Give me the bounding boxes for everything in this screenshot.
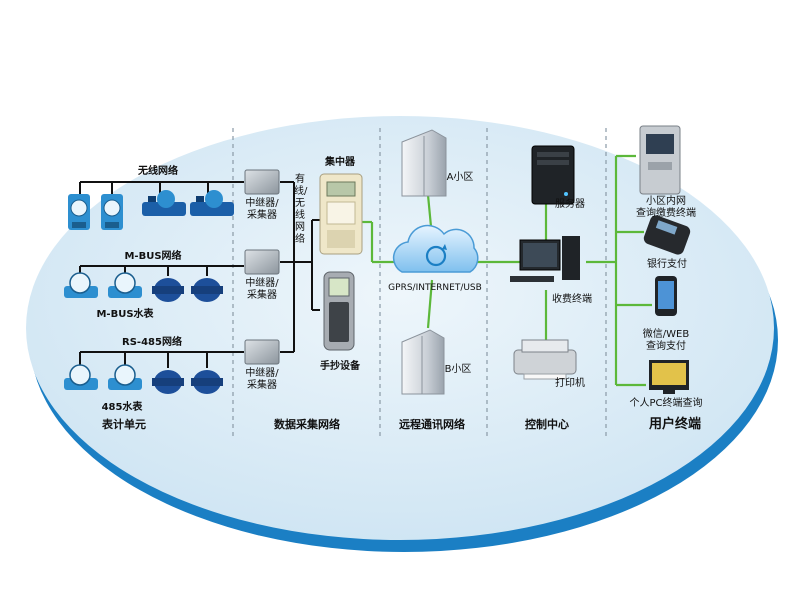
water-meter-icon: [64, 364, 98, 390]
area-a-label: A小区: [446, 172, 474, 183]
section-dividers: [232, 128, 607, 440]
server-icon: [531, 145, 575, 205]
wireless-network-label: 无线网络: [138, 166, 178, 177]
repeater-label: 中继器/ 采集器: [245, 278, 279, 301]
meter485-label: 485水表: [101, 402, 143, 413]
wired-wireless-label: 有线/无线网络: [294, 174, 308, 245]
handheld-device-icon: [323, 271, 355, 351]
smartphone-icon: [655, 276, 677, 316]
handheld-label: 手抄设备: [320, 361, 360, 372]
section-label-user-terminal: 用户终端: [648, 417, 702, 432]
water-meter-icon: [101, 194, 123, 230]
repeater-icon: [244, 169, 280, 195]
section-label-control-center: 控制中心: [525, 418, 569, 431]
bank-payment-label: 银行支付: [647, 259, 687, 270]
water-meter-icon: [108, 364, 142, 390]
personal-pc-icon: [649, 360, 689, 394]
mbus-network-label: M-BUS网络: [124, 251, 182, 262]
pc-query-label: 个人PC终端查询: [629, 398, 703, 409]
water-meter-icon: [152, 278, 184, 302]
water-meter-icon: [68, 194, 90, 230]
repeater-label: 中继器/ 采集器: [245, 368, 279, 391]
section-label-collection-network: 数据采集网络: [274, 418, 340, 431]
water-meter-icon: [108, 272, 142, 298]
building-icon: [401, 329, 445, 395]
concentrator-label: 集中器: [325, 157, 355, 168]
repeater-icon: [244, 249, 280, 275]
water-meter-icon: [191, 278, 223, 302]
network-lines: [362, 154, 652, 387]
wechat-web-label: 微信/WEB 查询支付: [642, 329, 690, 352]
water-meter-icon: [142, 190, 186, 216]
water-meter-icon: [190, 190, 234, 216]
ellipse-background: [26, 116, 774, 540]
cloud-sync-icon: [392, 224, 479, 273]
kiosk-label: 小区内网 查询缴费终端: [636, 196, 696, 219]
billing-terminal-icon: [510, 236, 580, 282]
mbus-meter-label: M-BUS水表: [96, 309, 154, 320]
water-meter-icon: [152, 370, 184, 394]
pos-terminal-icon: [643, 215, 691, 255]
printer-label: 打印机: [555, 378, 585, 389]
rs485-network-label: RS-485网络: [122, 337, 182, 348]
gprs-label: GPRS/INTERNET/USB: [388, 283, 482, 293]
printer-icon: [513, 339, 577, 380]
building-icon: [401, 129, 447, 197]
atm-kiosk-icon: [639, 125, 681, 195]
billing-terminal-label: 收费终端: [552, 294, 592, 305]
repeater-label: 中继器/ 采集器: [245, 198, 279, 221]
water-meter-icon: [64, 272, 98, 298]
server-label: 服务器: [555, 199, 585, 210]
area-b-label: B小区: [444, 364, 472, 375]
water-meter-icon: [191, 370, 223, 394]
repeater-icon: [244, 339, 280, 365]
section-label-meter-unit: 表计单元: [102, 418, 146, 431]
section-label-remote-network: 远程通讯网络: [399, 418, 465, 431]
concentrator-icon: [319, 173, 363, 255]
